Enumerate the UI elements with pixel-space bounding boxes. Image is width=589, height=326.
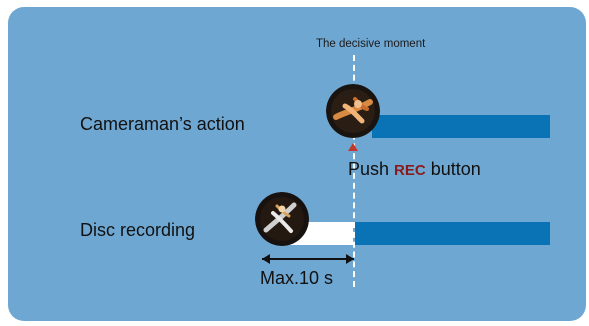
max-duration-arrow: [262, 254, 354, 264]
rec-marker-icon: [348, 143, 358, 151]
decisive-moment-label: The decisive moment: [316, 38, 426, 50]
max-duration-label: Max.10 s: [260, 268, 334, 288]
gymnast-photo-cameraman: [326, 84, 380, 138]
rec-label: REC: [394, 162, 426, 179]
disc-recording-bar: [355, 222, 550, 245]
decisive-moment-line: [353, 55, 355, 287]
push-prefix: Push: [348, 159, 395, 179]
push-suffix: button: [425, 159, 481, 179]
cameraman-action-bar: [372, 115, 550, 138]
disc-recording-label: Disc recording: [80, 220, 196, 240]
cameraman-action-label: Cameraman’s action: [80, 114, 245, 134]
gymnast-photo-disc: [255, 192, 309, 246]
diagram-panel: [8, 7, 586, 321]
push-rec-text: Push REC button: [348, 159, 481, 180]
